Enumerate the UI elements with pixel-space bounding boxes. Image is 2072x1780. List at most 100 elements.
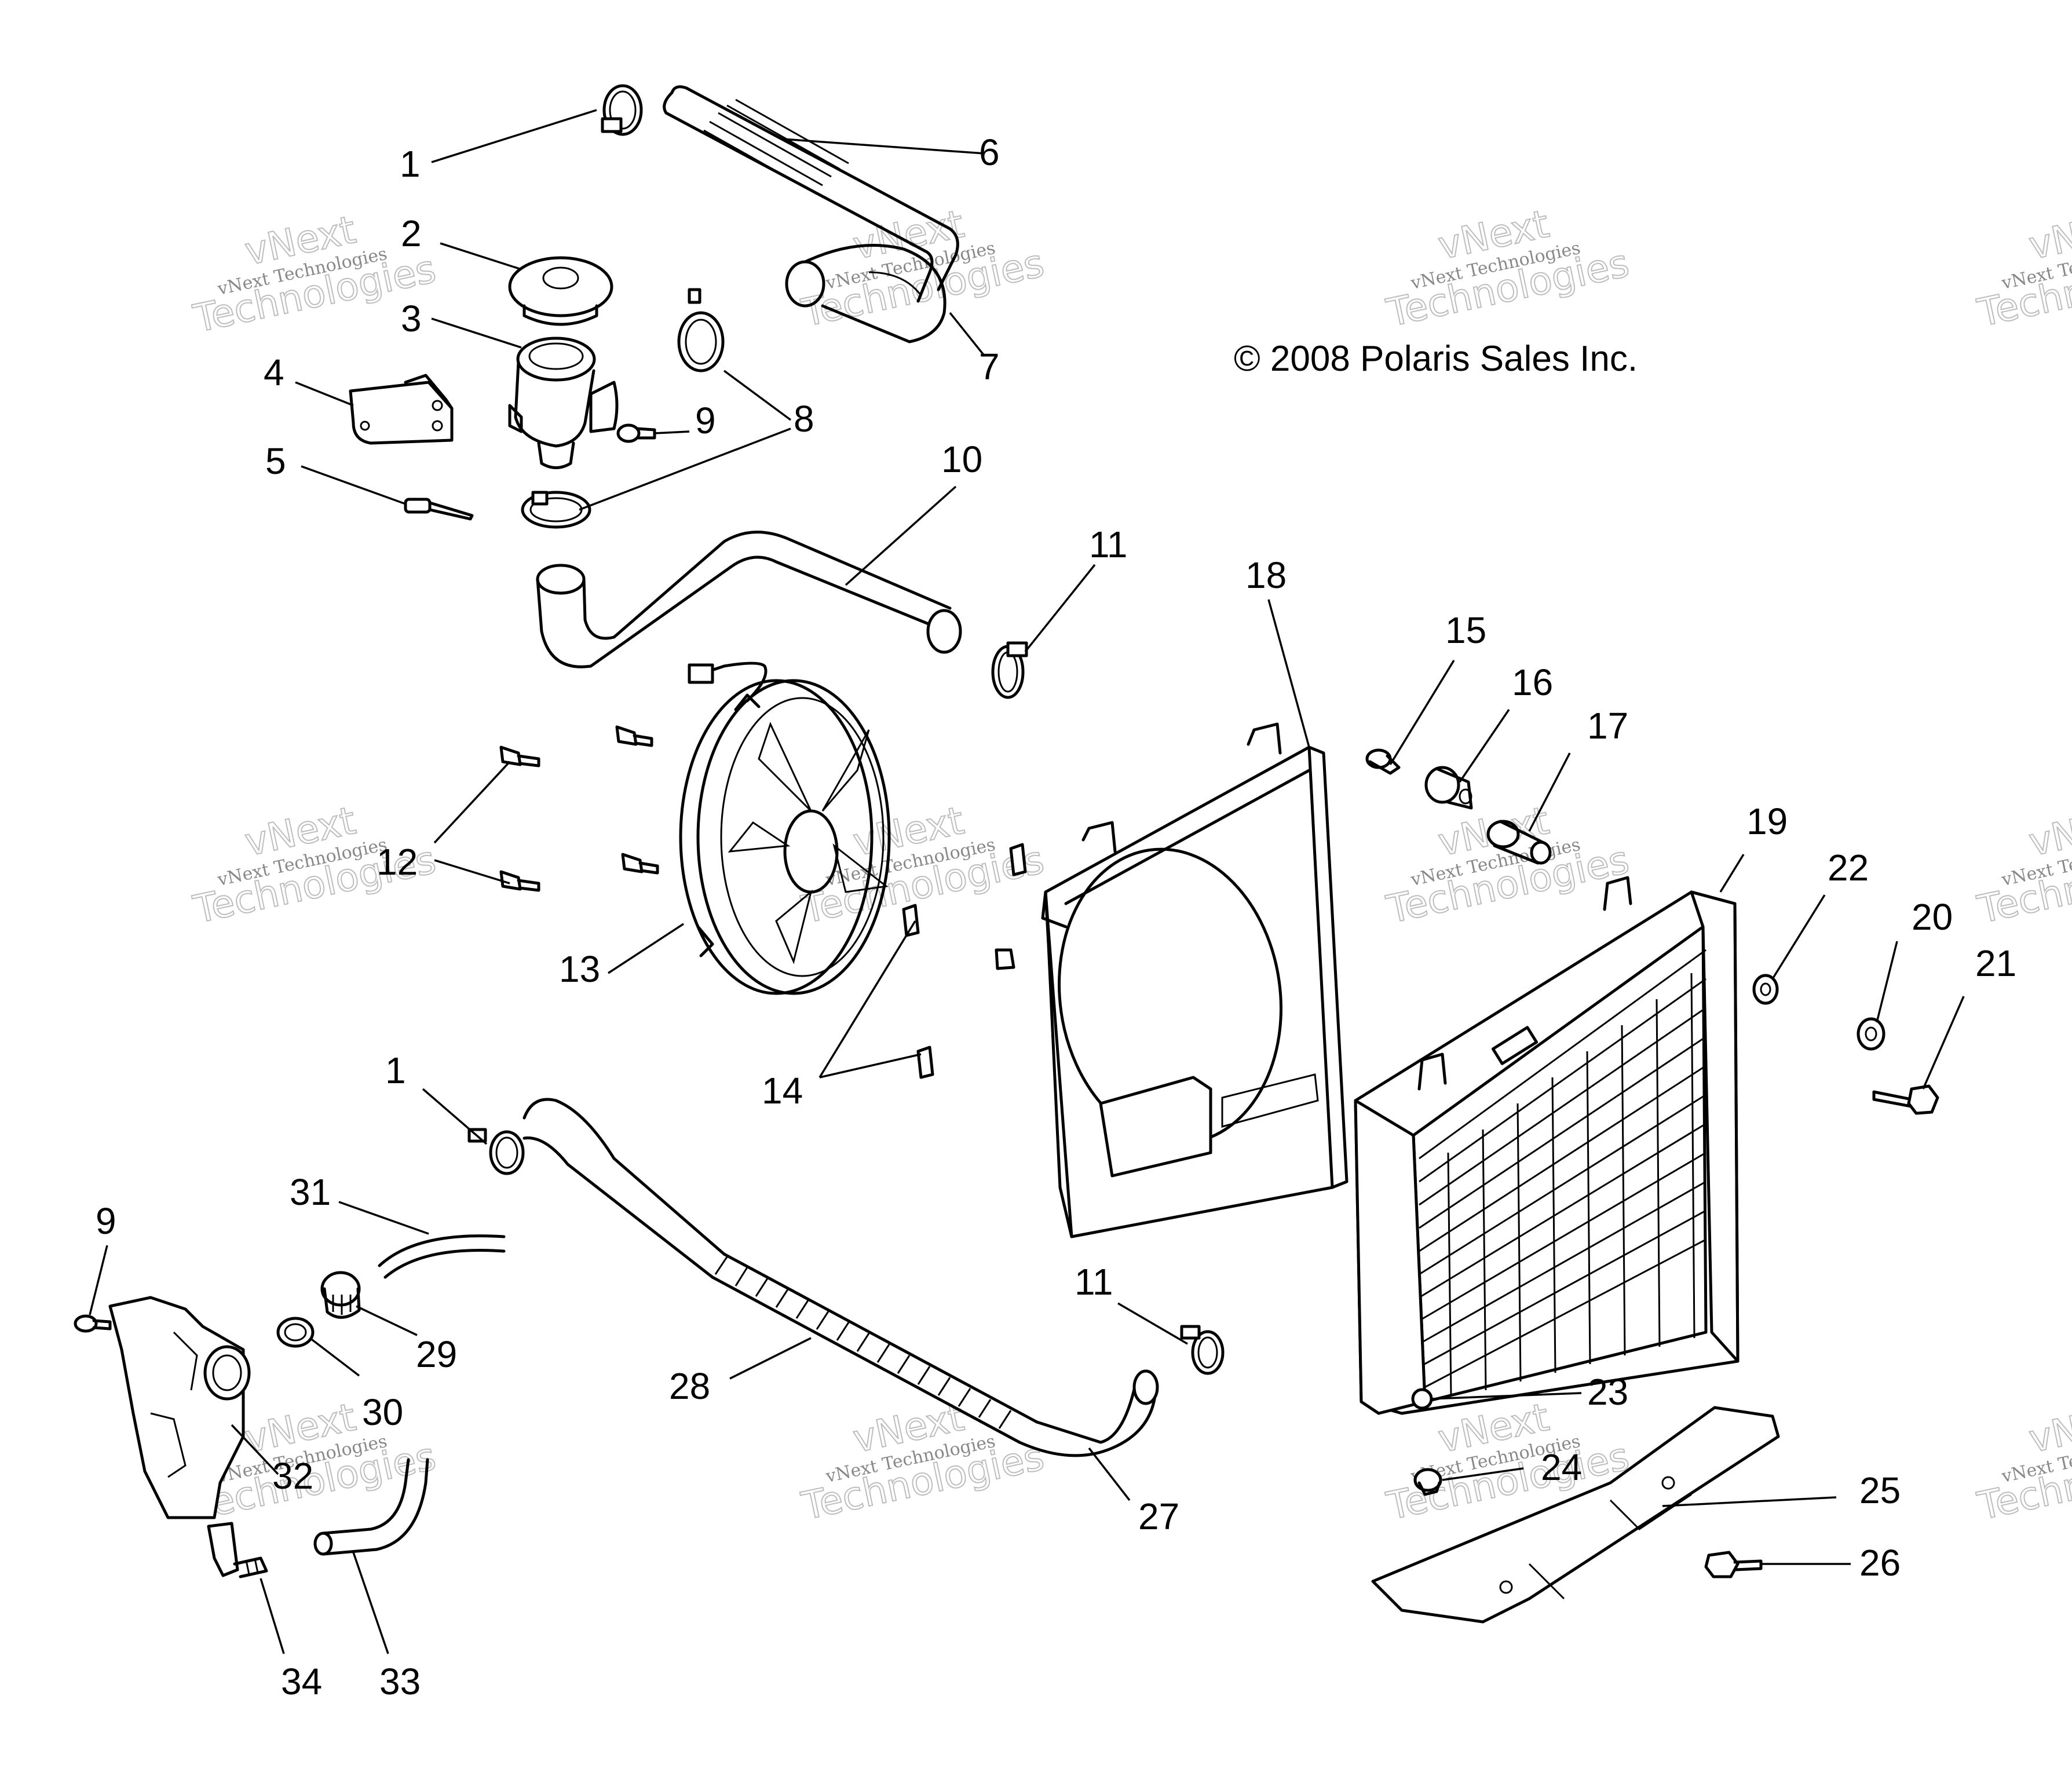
leader-line bbox=[89, 1245, 108, 1315]
callout-2: 2 bbox=[401, 213, 422, 254]
leader-line bbox=[1876, 941, 1898, 1023]
callout-33: 33 bbox=[379, 1661, 421, 1702]
radiator bbox=[1354, 876, 1740, 1415]
gasket bbox=[276, 1317, 315, 1348]
leader-line bbox=[431, 317, 522, 349]
bolt bbox=[1872, 1084, 1939, 1115]
leader-line bbox=[1389, 660, 1455, 765]
callout-10: 10 bbox=[941, 438, 982, 480]
watermark-big-top: vNext bbox=[2025, 202, 2072, 268]
hose-clamp-lower-11 bbox=[1180, 1325, 1225, 1375]
leader-line bbox=[309, 1337, 360, 1377]
callout-18: 18 bbox=[1245, 554, 1287, 596]
callout-14: 14 bbox=[762, 1070, 803, 1112]
fan-screws bbox=[499, 725, 659, 892]
callout-9: 9 bbox=[96, 1200, 116, 1242]
watermark: vNext vNext Technologies Technologies bbox=[1973, 798, 2072, 933]
callout-11: 11 bbox=[1089, 524, 1127, 565]
leader-line bbox=[440, 242, 522, 271]
callout-13: 13 bbox=[559, 948, 600, 990]
callout-17: 17 bbox=[1587, 705, 1628, 747]
callout-3: 3 bbox=[401, 298, 422, 339]
leader-line bbox=[1922, 996, 1965, 1090]
fan-shroud bbox=[1041, 722, 1349, 1238]
copyright-notice: © 2008 Polaris Sales Inc. bbox=[1234, 339, 1638, 379]
washer bbox=[1857, 1017, 1885, 1051]
callout-31: 31 bbox=[290, 1171, 331, 1213]
upper-hose bbox=[663, 85, 959, 303]
leader-line bbox=[338, 1201, 429, 1235]
callout-19: 19 bbox=[1746, 801, 1788, 842]
leader-line bbox=[1719, 854, 1745, 893]
leader-line bbox=[1267, 599, 1310, 748]
watermark: vNext vNext Technologies Technologies bbox=[1382, 201, 1634, 336]
filler-neck bbox=[508, 337, 619, 469]
callout-20: 20 bbox=[1912, 896, 1953, 938]
callout-4: 4 bbox=[264, 352, 284, 393]
leader-line bbox=[579, 427, 791, 511]
sleeve bbox=[1486, 820, 1552, 865]
callout-7: 7 bbox=[979, 346, 1000, 388]
nut bbox=[1413, 1468, 1442, 1496]
watermark: vNext vNext Technologies Technologies bbox=[1973, 201, 2072, 336]
grommet bbox=[1424, 766, 1473, 810]
leader-line bbox=[352, 1552, 389, 1654]
hose-clamp-pair bbox=[521, 288, 725, 529]
callout-26: 26 bbox=[1859, 1542, 1901, 1584]
coolant-reservoir bbox=[108, 1296, 251, 1519]
watermark: vNext vNext Technologies Technologies bbox=[797, 1394, 1048, 1529]
leader-line bbox=[231, 1424, 279, 1475]
hose-clamp-upper-11 bbox=[991, 641, 1028, 699]
callout-25: 25 bbox=[1859, 1470, 1901, 1511]
filler-neck-bracket bbox=[349, 374, 454, 445]
leader-line bbox=[729, 1337, 812, 1380]
callout-16: 16 bbox=[1512, 661, 1553, 703]
leader-lines bbox=[89, 109, 1965, 1654]
radiator-hose bbox=[536, 531, 962, 668]
leader-line bbox=[431, 109, 597, 163]
callout-21: 21 bbox=[1975, 942, 2016, 984]
callout-27: 27 bbox=[1138, 1496, 1179, 1537]
callout-34: 34 bbox=[281, 1661, 322, 1702]
callout-23: 23 bbox=[1587, 1371, 1628, 1413]
leader-line bbox=[295, 381, 354, 407]
leader-line bbox=[1088, 1447, 1131, 1501]
watermark-big-top: vNext bbox=[2025, 798, 2072, 865]
leader-line bbox=[1662, 1496, 1837, 1507]
leader-line bbox=[260, 1578, 285, 1654]
screw bbox=[616, 423, 656, 443]
callout-11: 11 bbox=[1075, 1261, 1113, 1303]
watermark: vNext vNext Technologies Technologies bbox=[797, 201, 1048, 336]
leader-line bbox=[654, 430, 690, 434]
leader-line bbox=[434, 859, 510, 884]
cooling-fan bbox=[679, 661, 891, 995]
callout-9: 9 bbox=[695, 400, 716, 441]
leader-line bbox=[1459, 709, 1510, 783]
callout-labels: 1 2 3 4 5 6 7 8 9 10 11 12 13 14 15 16 1… bbox=[96, 131, 2016, 1702]
bushing bbox=[1365, 748, 1401, 775]
leader-line bbox=[1528, 752, 1571, 832]
leader-line bbox=[301, 465, 406, 505]
watermark: vNext vNext Technologies Technologies bbox=[1973, 1394, 2072, 1529]
leader-line bbox=[1117, 1302, 1188, 1345]
leader-line bbox=[845, 485, 957, 586]
watermark-big-top: vNext bbox=[2025, 1395, 2072, 1461]
callout-5: 5 bbox=[265, 440, 286, 482]
screw bbox=[74, 1314, 112, 1333]
watermark: vNext vNext Technologies Technologies bbox=[1382, 798, 1634, 933]
radiator-fins bbox=[1419, 949, 1706, 1397]
leader-line bbox=[1442, 1467, 1524, 1481]
callout-29: 29 bbox=[416, 1333, 457, 1375]
leader-line bbox=[1771, 894, 1826, 979]
callout-12: 12 bbox=[377, 841, 418, 883]
washer bbox=[1752, 974, 1779, 1005]
leader-line bbox=[1024, 564, 1096, 653]
elbow-fitting bbox=[207, 1522, 268, 1578]
leader-line bbox=[433, 761, 511, 844]
overflow-hose bbox=[378, 1234, 506, 1279]
lower-hose bbox=[522, 1098, 1159, 1457]
callout-6: 6 bbox=[979, 131, 1000, 173]
leader-line bbox=[608, 923, 684, 974]
callout-32: 32 bbox=[272, 1455, 313, 1497]
hose-elbow bbox=[785, 244, 947, 343]
